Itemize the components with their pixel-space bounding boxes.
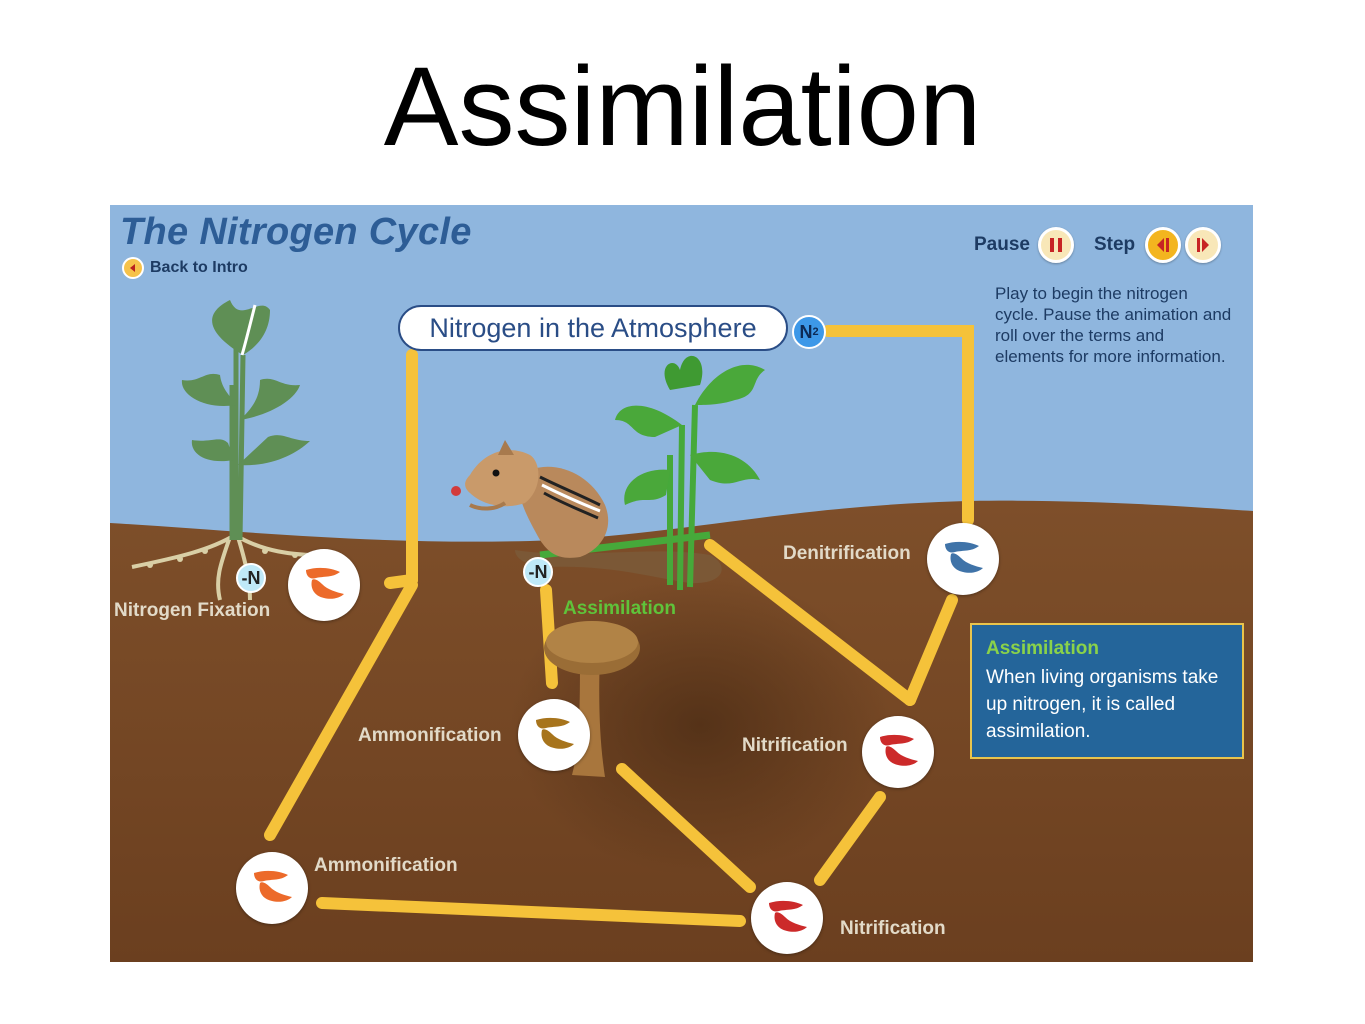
info-panel-title: Assimilation: [986, 638, 1099, 659]
step-back-button[interactable]: [1145, 227, 1182, 263]
label-assimilation[interactable]: Assimilation: [563, 598, 676, 619]
step-label: Step: [1093, 234, 1136, 255]
fixation-bacteria[interactable]: [288, 549, 360, 621]
n2-subscript: 2: [812, 326, 819, 338]
pause-button[interactable]: [1037, 227, 1074, 263]
red-bacteria-icon: [769, 900, 807, 932]
nitrification-bacteria-lower[interactable]: [751, 882, 823, 954]
n-symbol-assimilation: -N: [528, 561, 548, 582]
step-back-icon: [1157, 238, 1170, 252]
orange-bacteria-icon: [306, 567, 344, 599]
red-bacteria-icon: [880, 734, 918, 766]
nitrogen-atom-fixation[interactable]: -N: [236, 563, 266, 593]
info-panel-text: When living organisms take up nitrogen, …: [986, 667, 1219, 742]
back-arrow-icon: [122, 257, 144, 279]
brown-bacteria-icon: [536, 717, 574, 749]
label-ammonification-lower[interactable]: Ammonification: [314, 855, 458, 876]
back-to-intro-link[interactable]: Back to Intro: [122, 257, 248, 279]
info-panel: Assimilation When living organisms take …: [970, 623, 1244, 759]
pause-label: Pause: [974, 234, 1030, 255]
ammonification-bacteria-lower[interactable]: [236, 852, 308, 924]
orange-bacteria-icon: [254, 870, 292, 902]
blue-bacteria-icon: [945, 541, 983, 573]
n-symbol-fixation: -N: [241, 567, 261, 588]
label-nitrogen-fixation[interactable]: Nitrogen Fixation: [114, 600, 271, 621]
step-forward-icon: [1197, 238, 1210, 252]
app-title: The Nitrogen Cycle: [120, 211, 472, 253]
assimilation-plant: [615, 355, 765, 591]
label-nitrification-lower[interactable]: Nitrification: [840, 918, 946, 939]
back-to-intro-label: Back to Intro: [150, 259, 248, 276]
step-forward-button[interactable]: [1185, 227, 1222, 263]
n2-symbol: N: [799, 321, 813, 342]
ammonification-bacteria-upper[interactable]: [518, 699, 590, 771]
instructions-text: Play to begin the nitrogen cycle. Pause …: [995, 284, 1232, 366]
mushroom: [544, 621, 640, 777]
label-nitrification-upper[interactable]: Nitrification: [742, 735, 848, 756]
label-denitrification[interactable]: Denitrification: [783, 543, 911, 564]
atmosphere-label[interactable]: Nitrogen in the Atmosphere: [398, 305, 788, 351]
denitrification-bacteria[interactable]: [927, 523, 999, 595]
label-ammonification-upper[interactable]: Ammonification: [358, 725, 502, 746]
pause-icon: [1049, 238, 1062, 252]
nitrogen-cycle-app: The Nitrogen Cycle Back to Intro Pause S…: [110, 205, 1253, 962]
nitrogen-atom-assimilation[interactable]: -N: [523, 557, 553, 587]
playback-controls: Pause Step: [974, 227, 1222, 263]
fixation-plant: [131, 300, 341, 601]
nitrification-bacteria-upper[interactable]: [862, 716, 934, 788]
slide-title: Assimilation: [383, 44, 982, 169]
